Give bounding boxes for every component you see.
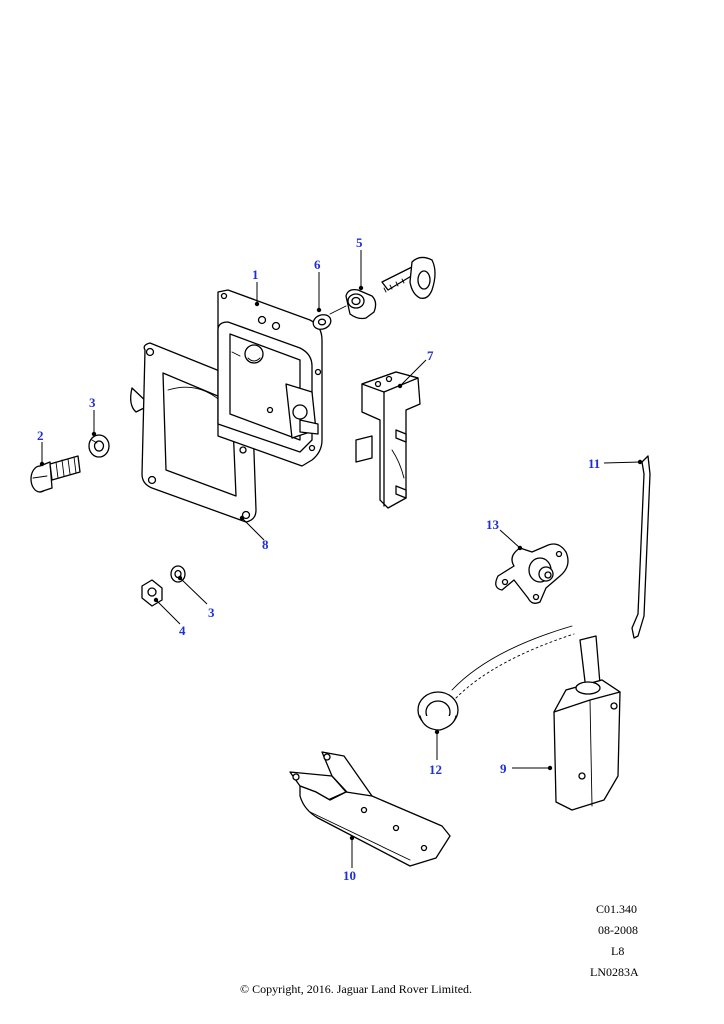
callout-12: 12	[429, 762, 442, 777]
callout-8: 8	[262, 537, 269, 552]
callout-3b: 3	[208, 605, 215, 620]
copyright-notice: © Copyright, 2016. Jaguar Land Rover Lim…	[239, 982, 473, 996]
grommet-part-12	[417, 691, 459, 731]
spring-washer-part-3a	[88, 434, 110, 458]
actuator-part-9	[553, 635, 621, 811]
callout-13: 13	[486, 517, 500, 532]
latch-part-7	[355, 371, 421, 509]
drawing-number: LN0283A	[590, 965, 639, 979]
cable	[451, 625, 573, 691]
key	[381, 256, 436, 299]
washer-part-6	[312, 314, 332, 330]
screw-part-2	[30, 455, 81, 493]
lock-body-part-1	[217, 289, 323, 467]
model-code: L8	[611, 944, 625, 958]
reference-date: 08-2008	[598, 923, 638, 937]
callout-9: 9	[500, 761, 507, 776]
callout-5: 5	[356, 235, 363, 250]
bracket-part-13	[495, 543, 569, 604]
cable-shadow	[455, 633, 575, 699]
callout-11: 11	[588, 456, 600, 471]
callout-10: 10	[343, 868, 356, 883]
callout-3a: 3	[89, 395, 96, 410]
spring-washer-part-3b	[170, 565, 186, 583]
lock-barrel-part-5	[329, 288, 377, 320]
callout-6: 6	[314, 257, 321, 272]
mounting-bracket-part-10	[289, 751, 451, 867]
callout-1: 1	[252, 267, 259, 282]
leader-lines	[39, 250, 643, 868]
rod-part-11	[631, 455, 651, 639]
callout-7: 7	[427, 348, 434, 363]
nut-part-4	[141, 579, 163, 607]
callout-4: 4	[179, 623, 186, 638]
callout-2: 2	[37, 428, 44, 443]
reference-code: C01.340	[596, 902, 638, 916]
